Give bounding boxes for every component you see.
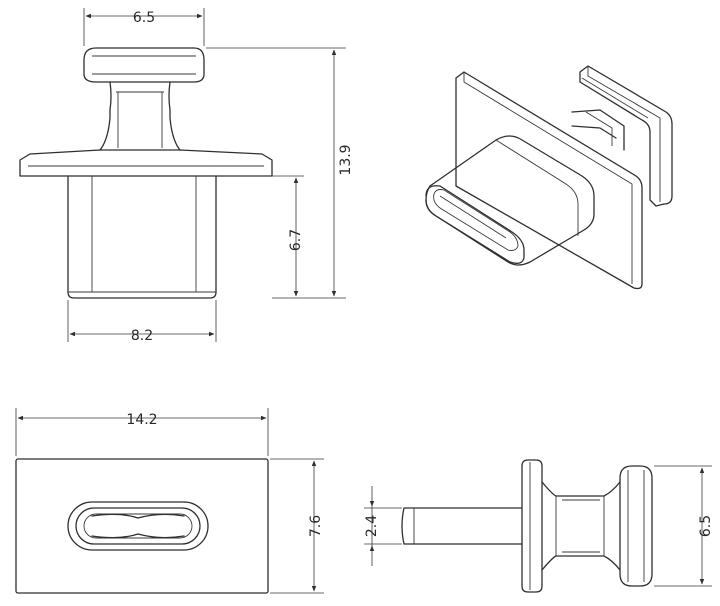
dim-flange-height: 7.6 [308, 515, 324, 537]
dim-body-width: 8.2 [131, 328, 153, 344]
dim-body-height: 6.7 [288, 229, 304, 251]
side-view: 2.4 6.5 [364, 459, 714, 593]
top-view: 14.2 7.6 [15, 408, 324, 594]
front-view: 6.5 13.9 6.7 8.2 [19, 8, 354, 344]
dim-total-height: 13.9 [338, 144, 354, 175]
dim-plug-height: 2.4 [364, 515, 380, 537]
dim-top-width: 6.5 [133, 10, 155, 26]
dim-flange-width: 14.2 [126, 412, 157, 428]
dim-cap-height: 6.5 [698, 515, 714, 537]
isometric-view [425, 65, 673, 290]
